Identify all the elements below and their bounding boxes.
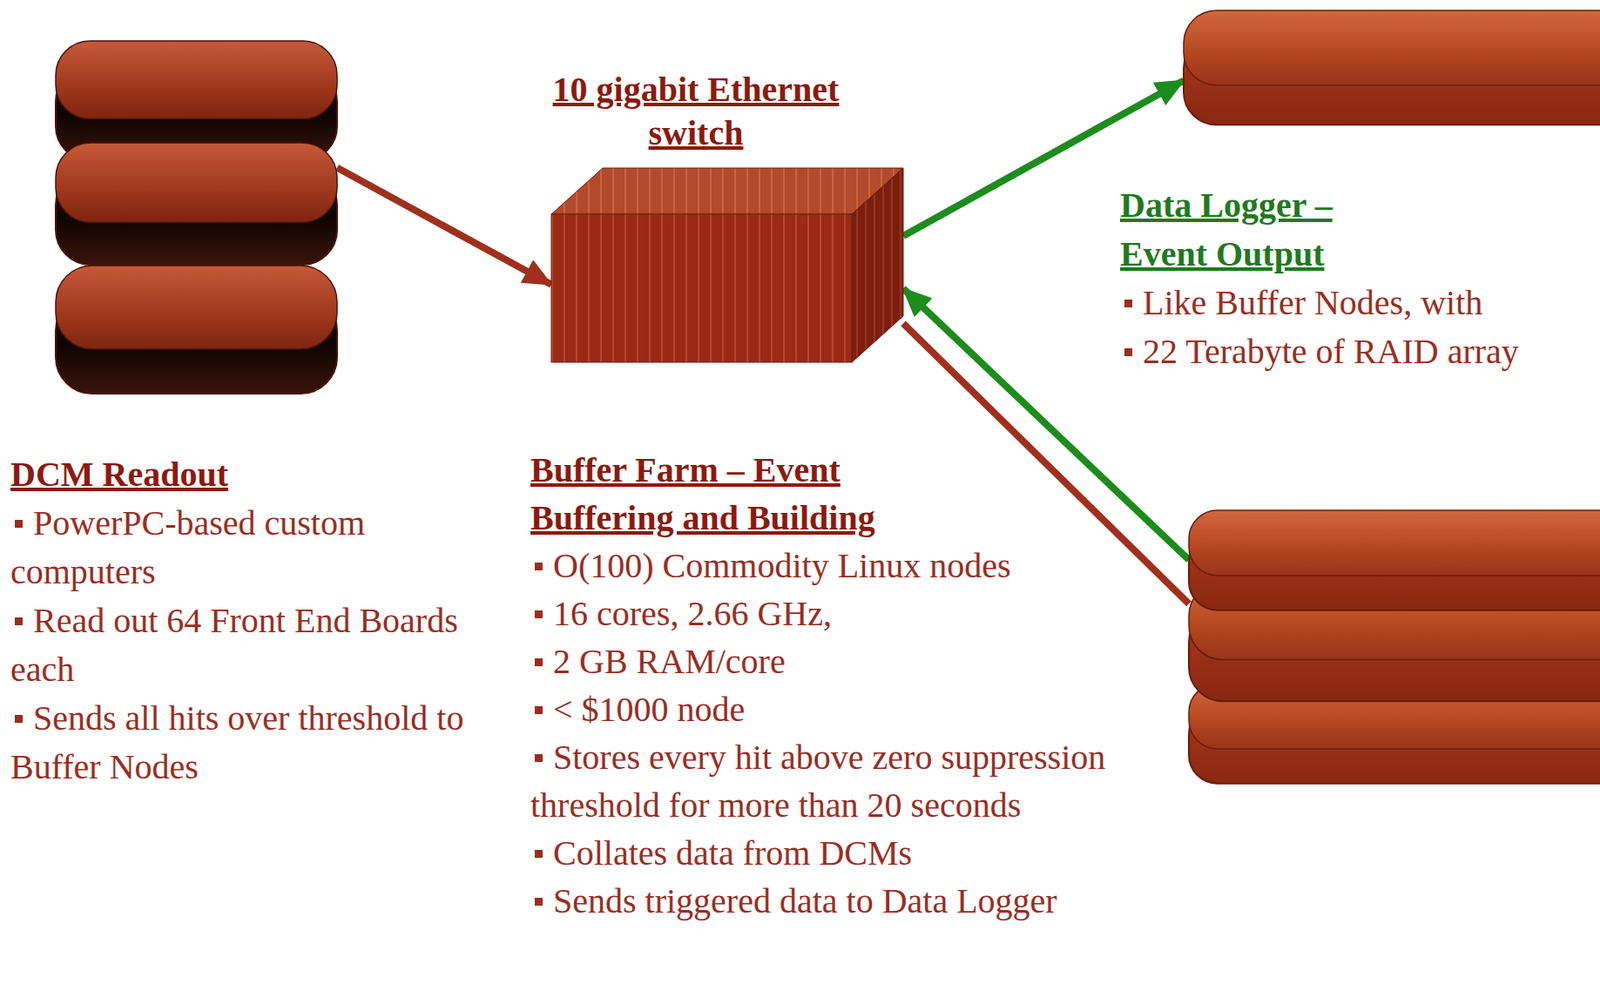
bullet-marker — [534, 706, 543, 715]
bullet-marker — [14, 519, 23, 528]
bullet-marker — [534, 610, 543, 619]
device-top — [1183, 10, 1600, 86]
bullet-text: 2 GB RAM/core — [553, 641, 786, 682]
bullet-text: PowerPC-based custom computers — [10, 503, 365, 592]
node-caption: Buffer Farm – Event Buffering and Buildi… — [530, 445, 1193, 925]
data-logger: Data Logger – Event OutputLike Buffer No… — [1183, 10, 1600, 128]
device-illustration — [1183, 10, 1600, 128]
buffer-farm-stack: Buffer Farm – Event Buffering and Buildi… — [1188, 510, 1600, 786]
device-illustration — [55, 40, 338, 404]
bullet-text: O(100) Commodity Linux nodes — [553, 546, 1012, 586]
bullet-marker — [534, 562, 543, 571]
bullet-marker — [534, 658, 543, 667]
connector-arrow — [337, 168, 552, 285]
bullet-marker — [1124, 348, 1133, 357]
bullet-marker — [14, 617, 23, 626]
bullet-marker — [1124, 299, 1133, 308]
bullet-text: Collates data from DCMs — [553, 833, 912, 873]
device-top — [55, 40, 338, 120]
bullet-line: Collates data from DCMs — [530, 829, 1193, 878]
bullet-text: 22 Terabyte of RAID array — [1142, 331, 1519, 372]
bullet-line: PowerPC-based custom computers — [10, 499, 473, 597]
bullet-text: Stores every hit above zero suppression … — [530, 737, 1106, 825]
node-heading: Buffer Farm – Event Buffering and Buildi… — [530, 445, 949, 542]
bullet-text: Sends triggered data to Data Logger — [553, 881, 1058, 921]
switch-top — [551, 168, 904, 215]
bullet-text: Read out 64 Front End Boards each — [10, 600, 459, 689]
switch-side — [851, 168, 904, 363]
device-illustration — [1188, 510, 1600, 786]
device-top — [55, 265, 338, 350]
bullet-line: Stores every hit above zero suppression … — [530, 733, 1193, 830]
bullet-text: Sends all hits over threshold to Buffer … — [10, 698, 464, 787]
bullet-line: 22 Terabyte of RAID array — [1120, 327, 1595, 377]
bullet-marker — [534, 754, 543, 763]
device-top — [55, 142, 338, 223]
bullet-line: Sends triggered data to Data Logger — [530, 877, 1193, 925]
node-caption: DCM ReadoutPowerPC-based custom computer… — [10, 450, 473, 792]
node-caption: Data Logger – Event OutputLike Buffer No… — [1120, 181, 1595, 377]
bullet-marker — [534, 850, 543, 858]
dcm-readout-stack: DCM ReadoutPowerPC-based custom computer… — [55, 40, 338, 404]
bullet-line: < $1000 node — [530, 685, 1193, 734]
node-heading: Data Logger – Event Output — [1120, 181, 1417, 279]
bullet-line: Like Buffer Nodes, with — [1120, 278, 1595, 328]
node-heading: 10 gigabit Ethernet switch — [547, 67, 844, 156]
bullet-line: Read out 64 Front End Boards each — [10, 596, 473, 695]
bullet-marker — [14, 715, 23, 723]
bullet-line: 16 cores, 2.66 GHz, — [530, 589, 1193, 638]
bullet-line: 2 GB RAM/core — [530, 637, 1193, 686]
bullet-text: 16 cores, 2.66 GHz, — [553, 594, 832, 634]
bullet-marker — [534, 897, 543, 906]
switch-front — [551, 214, 852, 363]
node-caption: 10 gigabit Ethernet switch — [547, 67, 844, 156]
node-heading: DCM Readout — [10, 450, 473, 500]
bullet-line: O(100) Commodity Linux nodes — [530, 541, 1193, 590]
device-top — [1188, 510, 1600, 576]
bullet-text: < $1000 node — [553, 689, 745, 730]
bullet-text: Like Buffer Nodes, with — [1142, 283, 1483, 323]
device-illustration — [551, 168, 904, 363]
bullet-line: Sends all hits over threshold to Buffer … — [10, 694, 473, 792]
ethernet-switch: 10 gigabit Ethernet switch — [551, 168, 904, 363]
connector-arrow — [903, 288, 1189, 561]
